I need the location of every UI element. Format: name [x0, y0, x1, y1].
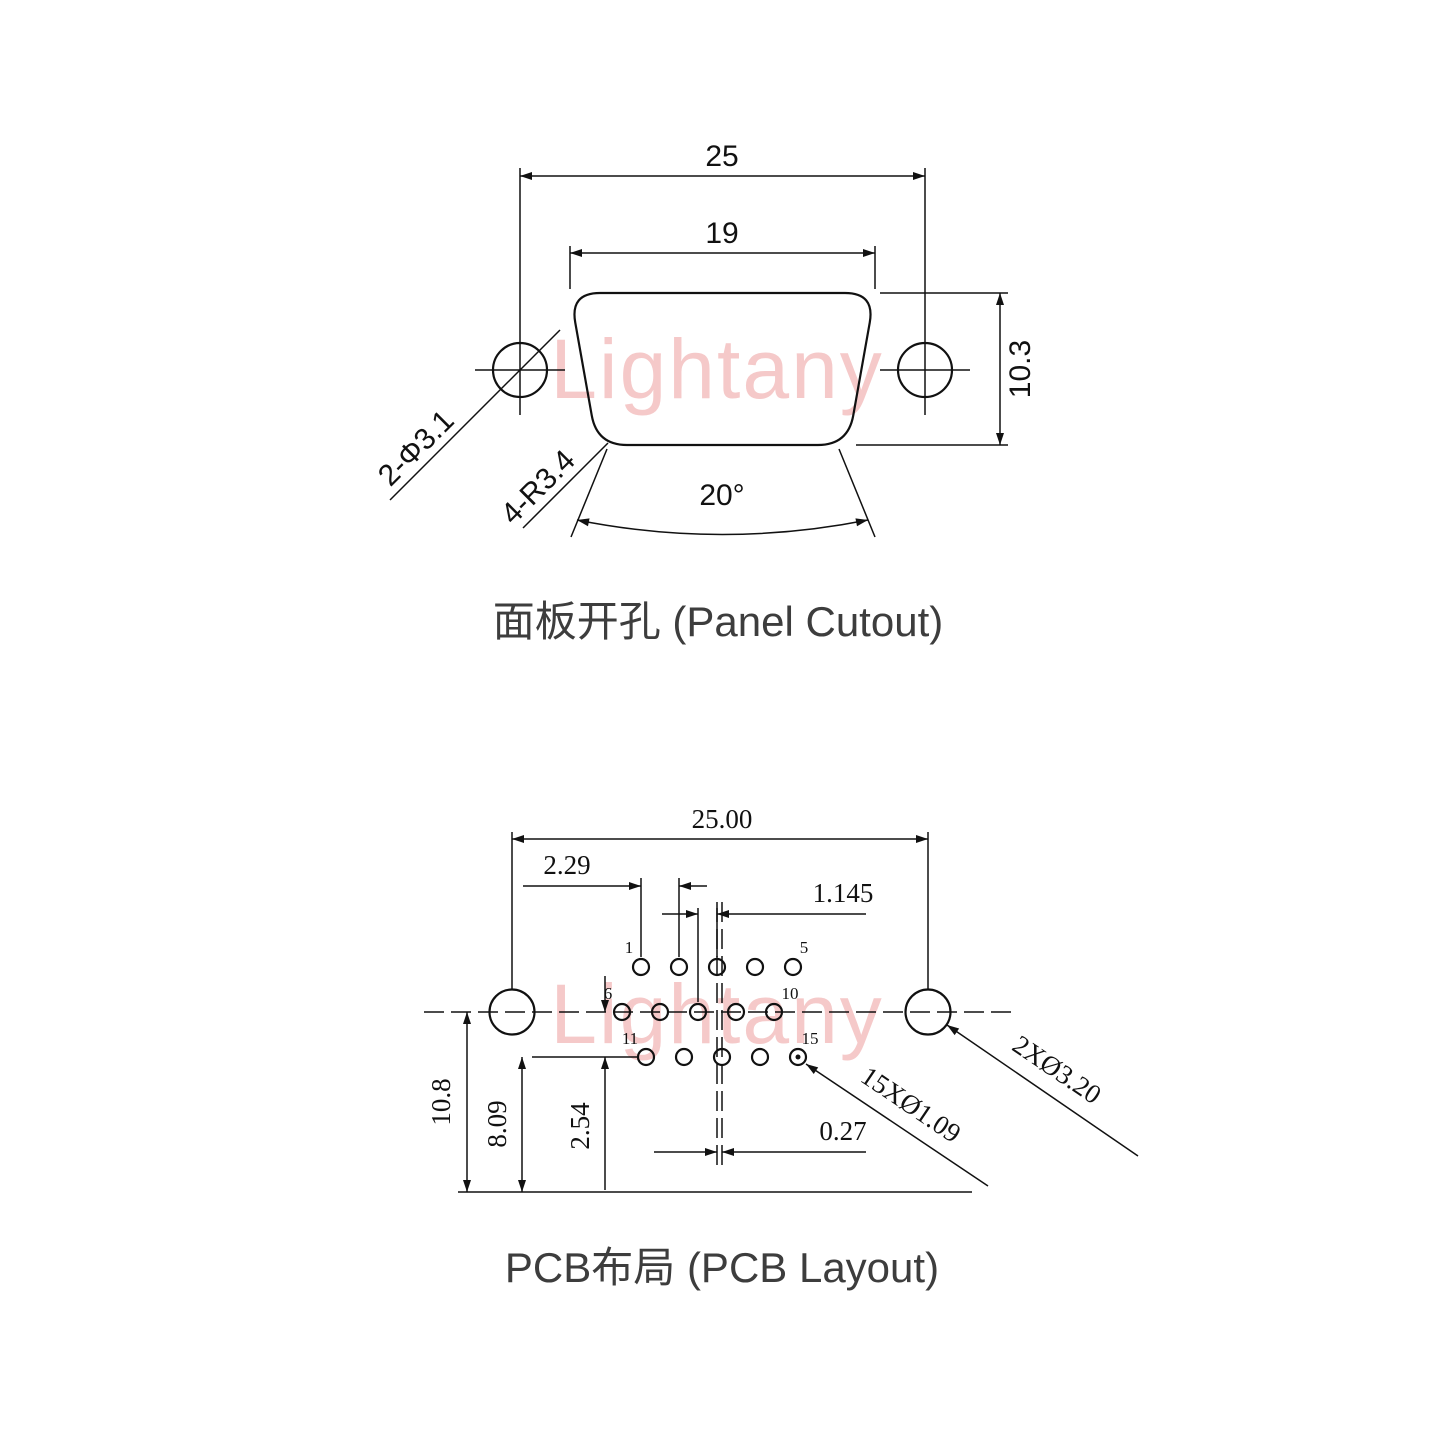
dim-2-29-label: 2.29	[543, 850, 590, 880]
watermark-text: Lightany	[550, 322, 884, 416]
dim-2-54-label: 2.54	[565, 1102, 595, 1150]
pcb-drawing: 1 5 6 10 11 15	[488, 938, 952, 1067]
dim-10-3-label: 10.3	[1004, 340, 1037, 398]
angle-arc	[576, 518, 869, 536]
angle-flare-line-right	[838, 448, 876, 538]
pin-hole	[712, 1047, 732, 1067]
pin-hole	[631, 957, 651, 977]
angle-label: 20°	[699, 479, 744, 512]
pin-label-1: 1	[625, 938, 634, 957]
dim-10-8-label: 10.8	[426, 1078, 456, 1125]
corner-radius-label: 4-R3.4	[495, 444, 582, 531]
pcb-mount-holes-label: 2XØ3.20	[1007, 1029, 1106, 1110]
pin-hole	[788, 1047, 808, 1067]
pin-label-5: 5	[800, 938, 809, 957]
d-sub-cutout-outline	[573, 291, 872, 447]
mount-holes-label: 2-Φ3.1	[372, 404, 461, 493]
leader-mount-holes	[389, 329, 561, 501]
pin-label-15: 15	[802, 1029, 819, 1048]
pin-label-11: 11	[622, 1029, 638, 1048]
dim-1-145-label: 1.145	[813, 878, 874, 908]
pin-hole	[745, 957, 765, 977]
pin-15-center-dot	[795, 1054, 801, 1060]
pin-hole	[612, 1002, 632, 1022]
pin-hole	[636, 1047, 656, 1067]
leader-pin-holes	[805, 1063, 989, 1187]
pin-holes-label: 15XØ1.09	[856, 1060, 967, 1148]
pin-hole	[783, 957, 803, 977]
pin-hole	[674, 1047, 694, 1067]
leader-mount-holes	[946, 1024, 1139, 1157]
pin-label-6: 6	[604, 984, 613, 1003]
pcb-layout-title: PCB布局 (PCB Layout)	[505, 1244, 939, 1291]
pin-hole	[688, 1002, 708, 1022]
dim-25-label: 25	[705, 140, 738, 173]
pin-hole	[650, 1002, 670, 1022]
pin-hole	[707, 957, 727, 977]
dim-25-00-label: 25.00	[692, 804, 753, 834]
pin-hole	[750, 1047, 770, 1067]
dim-8-09-label: 8.09	[482, 1100, 512, 1147]
panel-cutout-title: 面板开孔 (Panel Cutout)	[493, 598, 943, 645]
pin-label-10: 10	[782, 984, 799, 1003]
pin-hole	[669, 957, 689, 977]
dim-19-label: 19	[705, 217, 738, 250]
pin-hole	[726, 1002, 746, 1022]
leader-corner-radius	[522, 442, 609, 529]
dim-0-27-label: 0.27	[819, 1116, 866, 1146]
pin-hole	[764, 1002, 784, 1022]
